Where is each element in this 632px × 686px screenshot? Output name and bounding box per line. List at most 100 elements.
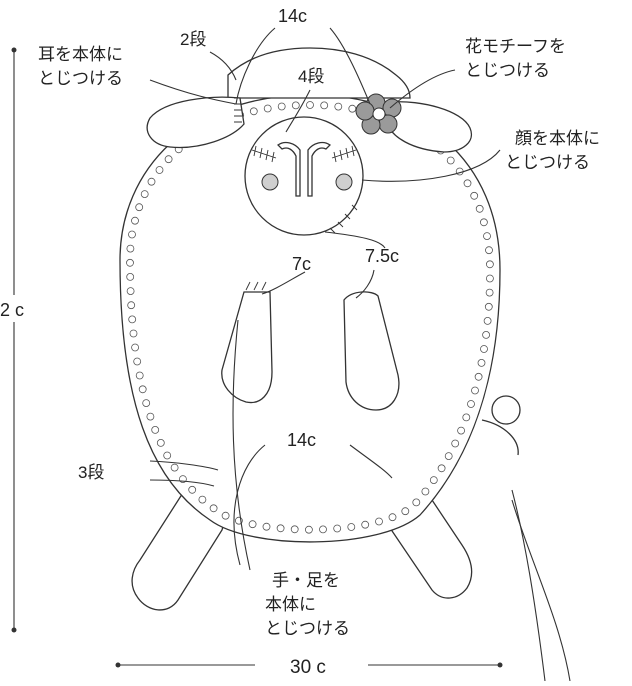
fleece-scallop <box>126 272 135 281</box>
fleece-scallop <box>209 504 218 513</box>
fleece-scallop <box>429 476 438 485</box>
fleece-scallop <box>479 218 488 227</box>
fleece-scallop <box>477 358 486 367</box>
fleece-scallop <box>485 260 494 269</box>
fleece-scallop <box>126 258 134 267</box>
fleece-scallop <box>457 426 466 435</box>
tail <box>481 395 521 456</box>
fleece-scallop <box>333 524 342 533</box>
fleece-scallop <box>483 232 491 241</box>
stitches-14-top-label: 14c <box>278 6 307 26</box>
fleece-scallop <box>128 315 137 324</box>
fleece-scallop <box>347 523 356 531</box>
fleece-scallop <box>138 385 147 394</box>
fleece-scallop <box>388 513 397 522</box>
annotation-labels: 耳を本体に とじつける 2段 14c 4段 花モチーフを とじつける 顔を本体に… <box>0 6 600 678</box>
height-dimension-label: 2 c <box>0 300 24 320</box>
fleece-scallop <box>482 330 491 339</box>
fleece-scallop <box>485 274 494 283</box>
fleece-scallop <box>178 475 187 484</box>
fleece-scallop <box>276 524 285 533</box>
fleece-scallop <box>135 371 144 380</box>
limbs-attach-label-line1: 手・足を <box>272 571 340 590</box>
fleece-scallop <box>463 179 472 188</box>
fleece-scallop <box>131 343 140 352</box>
fleece-scallop <box>446 156 455 165</box>
fleece-scallop <box>155 166 164 174</box>
fleece-scallop <box>135 203 144 212</box>
flower-attach-label-line1: 花モチーフを <box>465 37 566 56</box>
fleece-scallop <box>248 520 257 529</box>
fleece-scallop <box>375 517 383 526</box>
fleece-scallop <box>444 452 453 461</box>
fleece-scallop <box>462 413 471 422</box>
fleece-scallop <box>147 177 156 186</box>
fleece-scallop <box>126 244 135 253</box>
fleece-scallop <box>127 301 136 310</box>
fleece-scallop <box>249 107 258 116</box>
width-dimension-label: 30 c <box>290 657 326 678</box>
fleece-scallop <box>151 425 160 434</box>
ear-attach-label-line1: 耳を本体に <box>38 45 123 64</box>
fleece-scallop <box>170 463 179 472</box>
head-top <box>227 47 411 99</box>
fleece-scallop <box>126 287 135 296</box>
flower-motif <box>355 93 402 135</box>
limbs-attach-label-line3: とじつける <box>265 619 350 638</box>
fleece-scallop <box>129 329 138 338</box>
width-dimension <box>115 662 503 668</box>
left-ear <box>146 96 245 149</box>
fleece-scallop <box>290 525 299 534</box>
fleece-scallop <box>198 495 207 504</box>
fleece-scallop <box>146 412 155 421</box>
fleece-scallop <box>133 357 142 366</box>
rows-3-label: 3段 <box>78 463 104 482</box>
fleece-scallop <box>221 511 230 520</box>
fleece-scallop <box>484 302 493 311</box>
fleece-scallop <box>470 191 479 200</box>
stitches-14-bottom-label: 14c <box>287 430 316 450</box>
fleece-scallop <box>320 101 329 110</box>
right-ear <box>385 101 472 153</box>
sheep-face <box>244 116 364 236</box>
fleece-scallop <box>485 288 494 297</box>
fleece-scallop <box>277 102 286 111</box>
fleece-scallop <box>467 400 475 408</box>
flower-attach-label-line2: とじつける <box>465 61 550 80</box>
limbs-attach-label-line2: 本体に <box>265 595 316 614</box>
fleece-scallop <box>291 101 300 110</box>
fleece-scallop <box>485 246 493 255</box>
fleece-scallop <box>421 487 430 496</box>
fleece-scallop <box>483 316 492 325</box>
fleece-scallop <box>412 498 421 507</box>
fleece-scallop <box>164 155 173 164</box>
fleece-scallop <box>156 438 165 447</box>
fleece-scallop <box>304 525 313 534</box>
fleece-scallop <box>474 372 483 381</box>
fleece-scallop <box>334 102 343 111</box>
fleece-scallop <box>163 451 172 460</box>
fleece-scallop <box>263 104 272 113</box>
fleece-scallop <box>188 485 197 494</box>
face-attach-label-line1: 顔を本体に <box>515 129 600 148</box>
rows-2-label: 2段 <box>180 30 206 49</box>
fleece-scallop <box>131 216 139 225</box>
fleece-scallop <box>142 399 151 408</box>
fleece-scallop <box>480 345 488 353</box>
leader-lines <box>149 27 571 682</box>
fleece-scallop <box>306 101 314 109</box>
fleece-scallop <box>140 190 149 199</box>
fleece-scallop <box>262 522 271 531</box>
fleece-scallop <box>234 516 243 525</box>
fleece-scallop <box>361 520 370 529</box>
rows-4-label: 4段 <box>298 67 324 86</box>
ear-attach-label-line2: とじつける <box>38 69 123 88</box>
stitches-7-5-label: 7.5c <box>365 246 399 266</box>
fleece-scallop <box>451 439 460 448</box>
fleece-scallop <box>128 230 136 239</box>
fleece-scallop <box>319 525 327 534</box>
face-attach-label-line2: とじつける <box>505 153 590 172</box>
height-dimension <box>11 47 17 633</box>
fleece-scallop <box>475 204 484 213</box>
